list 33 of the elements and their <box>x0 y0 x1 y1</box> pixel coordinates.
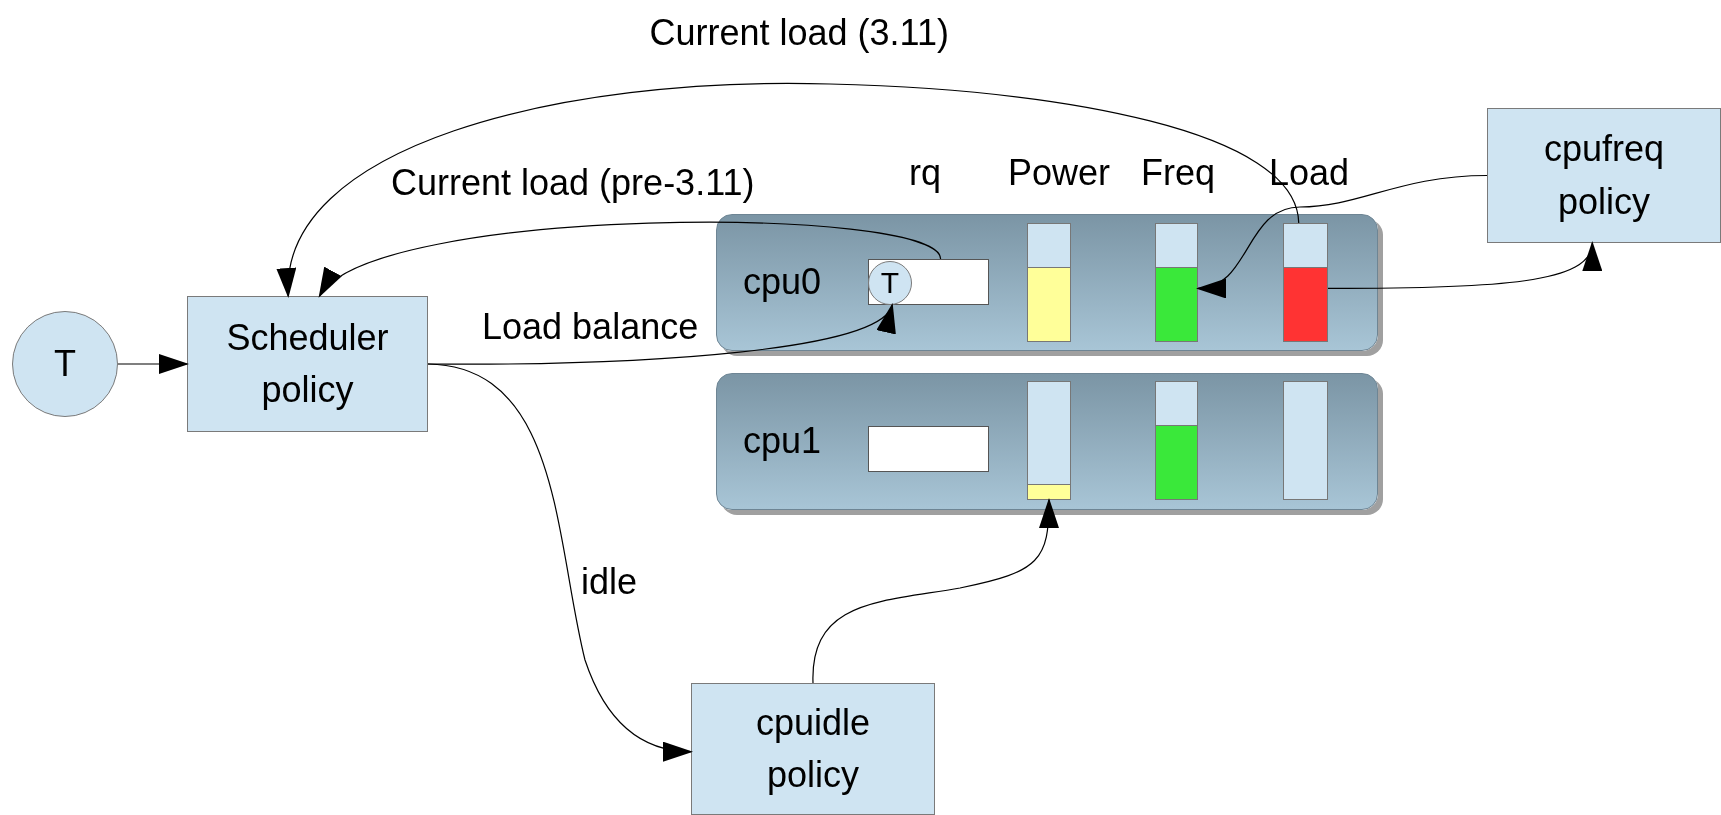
arrow <box>427 303 894 365</box>
edge-label: Current load (3.11) <box>649 12 949 54</box>
column-header: Power <box>1008 152 1111 194</box>
arrow <box>427 363 693 761</box>
node-label: T <box>54 341 76 386</box>
edge-label: idle <box>581 561 638 603</box>
node-label: cpuidle policy <box>754 700 872 797</box>
arrow <box>318 221 942 298</box>
edge-label: Load balance <box>482 306 699 348</box>
level-bar <box>1283 223 1328 342</box>
arrow <box>812 498 1059 684</box>
cpu-label: cpu1 <box>743 419 822 464</box>
queue-box <box>868 259 989 305</box>
column-header: Load <box>1269 152 1350 194</box>
node-label: cpufreq policy <box>1542 127 1666 224</box>
node-label: T <box>880 265 900 302</box>
process-box <box>187 296 428 432</box>
process-box <box>1487 108 1721 243</box>
process-box <box>691 683 935 815</box>
arrow <box>280 83 1300 298</box>
edge-label: Current load (pre-3.11) <box>391 162 755 204</box>
arrow <box>117 354 189 374</box>
task-circle <box>868 261 912 305</box>
level-bar <box>1027 223 1071 342</box>
queue-box <box>868 426 989 472</box>
column-header: rq <box>909 152 941 194</box>
node-label: Scheduler policy <box>225 315 390 412</box>
level-bar <box>1155 223 1198 342</box>
column-header: Freq <box>1141 152 1216 194</box>
level-bar <box>1155 381 1198 500</box>
cpu-label: cpu0 <box>743 260 822 305</box>
level-bar <box>1027 381 1071 500</box>
level-bar <box>1283 381 1328 500</box>
